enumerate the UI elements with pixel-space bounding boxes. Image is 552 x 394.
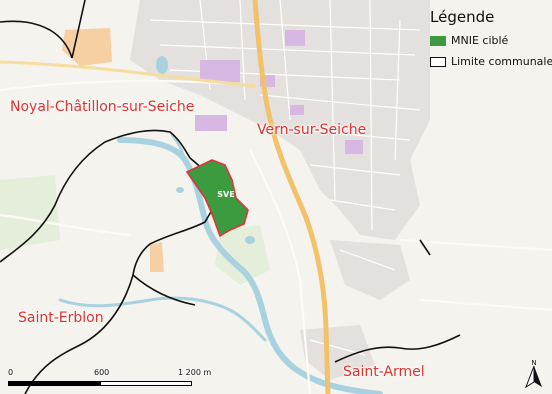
- commune-boundaries: [0, 0, 461, 394]
- place-label-erblon: Saint-Erblon: [18, 310, 104, 326]
- orange-patches: [62, 28, 164, 272]
- legend: Légende MNIE ciblé Limite communale: [430, 8, 552, 76]
- green-fields: [0, 175, 270, 285]
- major-road: [252, 0, 331, 394]
- scale-segment-2: [100, 381, 192, 386]
- scale-tick-1200: 1 200 m: [178, 368, 212, 377]
- svg-text:N: N: [531, 359, 536, 367]
- mnie-site-polygon[interactable]: [185, 159, 249, 238]
- legend-item-mnie: MNIE ciblé: [430, 34, 552, 47]
- major-road-west: [0, 60, 256, 88]
- scale-segment-1: [8, 381, 100, 386]
- scale-bar: 0 600 1 200 m: [8, 368, 211, 389]
- legend-swatch-commune: [430, 56, 446, 67]
- legend-item-commune: Limite communale: [430, 55, 552, 68]
- site-label: SVE: [217, 190, 234, 199]
- scale-tick-0: 0: [8, 368, 14, 377]
- legend-title: Légende: [430, 8, 495, 26]
- ponds: [156, 56, 255, 244]
- north-arrow-icon: N: [525, 359, 542, 389]
- place-label-vern: Vern-sur-Seiche: [257, 122, 367, 138]
- legend-label-mnie: MNIE ciblé: [451, 34, 509, 47]
- river-seiche: [58, 133, 383, 394]
- place-label-noyal: Noyal-Châtillon-sur-Seiche: [10, 99, 195, 115]
- scale-tick-600: 600: [94, 368, 110, 377]
- legend-label-commune: Limite communale: [451, 55, 552, 68]
- place-label-armel: Saint-Armel: [343, 364, 425, 380]
- legend-swatch-mnie: [430, 35, 446, 46]
